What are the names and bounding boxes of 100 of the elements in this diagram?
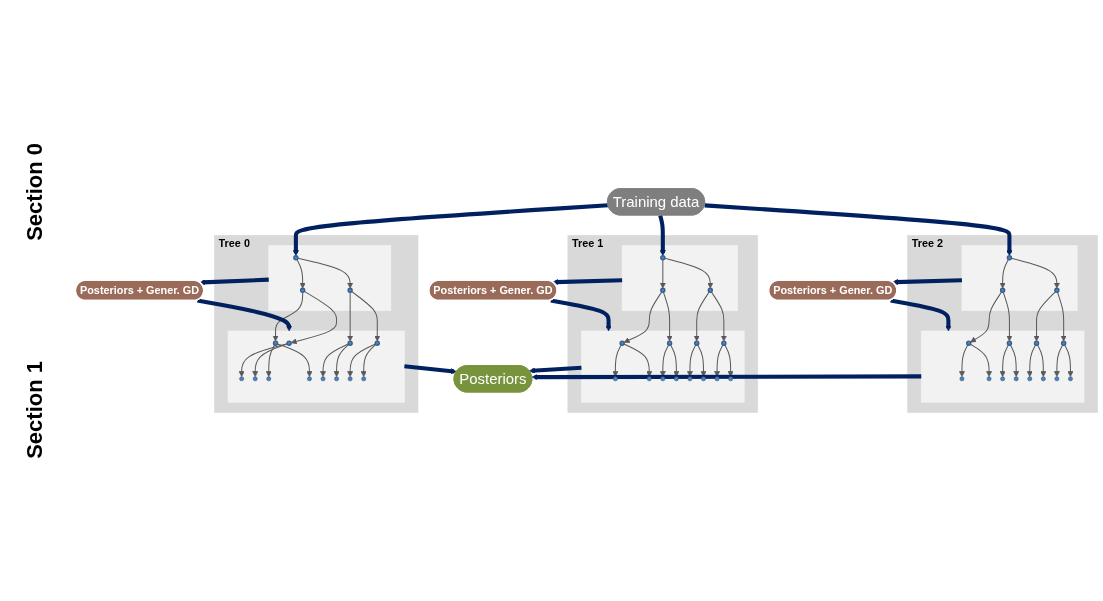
node-circle [252, 376, 258, 382]
node-circle [728, 376, 733, 382]
node-circle [293, 255, 299, 261]
arrow [550, 298, 612, 332]
node-circle [1006, 255, 1013, 261]
arrow [351, 291, 381, 342]
arrow [710, 291, 727, 342]
arrow [659, 344, 670, 378]
arrow [1053, 344, 1064, 378]
cluster [621, 245, 738, 311]
arrow [686, 344, 697, 378]
arrow [1037, 344, 1047, 378]
arrow [404, 364, 457, 375]
node-circle [721, 340, 727, 346]
arrow [697, 344, 707, 378]
arrow [704, 203, 1013, 256]
arrow [238, 343, 288, 378]
arrow [612, 344, 622, 378]
node-circle [613, 376, 618, 382]
arrow [197, 298, 293, 332]
row-label: Section 0 [22, 142, 48, 241]
arrow [290, 290, 338, 345]
arrow [296, 259, 306, 289]
arrow [360, 344, 377, 378]
cluster [581, 330, 745, 403]
arrow [958, 344, 969, 378]
cluster: Tree 0 [214, 235, 419, 413]
node-circle [272, 340, 279, 346]
node-circle [1006, 340, 1013, 346]
arrow [890, 298, 952, 332]
node-circle [347, 340, 353, 346]
node-circle [361, 376, 367, 382]
cluster [961, 245, 1078, 311]
node-circle [986, 376, 992, 382]
node-circle [660, 376, 666, 382]
node-circle [334, 376, 339, 382]
node-circle [619, 340, 625, 346]
arrow [693, 291, 710, 342]
node-circle [1054, 376, 1060, 382]
arrow [969, 343, 993, 378]
arrow [529, 365, 582, 374]
arrow [272, 291, 304, 342]
node-circle [714, 376, 720, 382]
node-circle [694, 340, 700, 346]
node-circle [266, 376, 272, 382]
arrow [1002, 291, 1013, 342]
arrow [297, 257, 354, 289]
node-circle [660, 287, 666, 294]
node-circle [347, 287, 353, 294]
arrow [1026, 344, 1037, 378]
node-circle [1040, 376, 1046, 382]
arrow [999, 344, 1009, 378]
arrow [658, 214, 666, 256]
arrow [714, 344, 724, 378]
row-label: Section 1 [22, 360, 48, 459]
arrow [664, 257, 714, 289]
arrow [265, 344, 276, 378]
arrow [1009, 344, 1020, 378]
arrow [320, 343, 349, 378]
node-circle [707, 287, 713, 294]
arrow [1064, 344, 1074, 378]
arrow [1010, 257, 1060, 289]
cluster [227, 330, 405, 403]
node-circle [999, 287, 1006, 294]
arrow [970, 291, 1002, 343]
cluster: Tree 1 [567, 235, 759, 413]
node-circle [1068, 376, 1073, 382]
arrow [252, 343, 288, 378]
node-circle [1060, 340, 1067, 346]
node-circle [674, 376, 679, 382]
arrow [333, 344, 350, 378]
node-circle [347, 376, 353, 382]
arrow [623, 343, 653, 378]
cluster [920, 330, 1085, 403]
arrow [1033, 291, 1056, 342]
node-circle [1033, 340, 1040, 346]
arrow [347, 343, 376, 378]
arrow [892, 278, 962, 285]
node-circle [286, 340, 292, 346]
arrow [724, 344, 734, 378]
node-circle [1054, 287, 1060, 294]
node-circle [374, 340, 380, 346]
node-circle [959, 376, 965, 382]
arrow [199, 277, 269, 286]
arrow [292, 203, 609, 256]
node-circle [701, 376, 706, 382]
arrow [347, 291, 354, 342]
arrow [662, 291, 673, 342]
node-circle [1013, 376, 1019, 382]
node-circle [320, 376, 326, 382]
arrow [670, 344, 680, 378]
node-circle [660, 255, 666, 261]
arrow [552, 278, 623, 285]
arrow [999, 259, 1009, 289]
cluster: Tree 2 [907, 235, 1098, 413]
cluster [268, 245, 392, 311]
node-circle [1027, 376, 1033, 382]
arrow [623, 291, 663, 343]
node-circle [239, 376, 244, 382]
node-circle [646, 376, 652, 382]
